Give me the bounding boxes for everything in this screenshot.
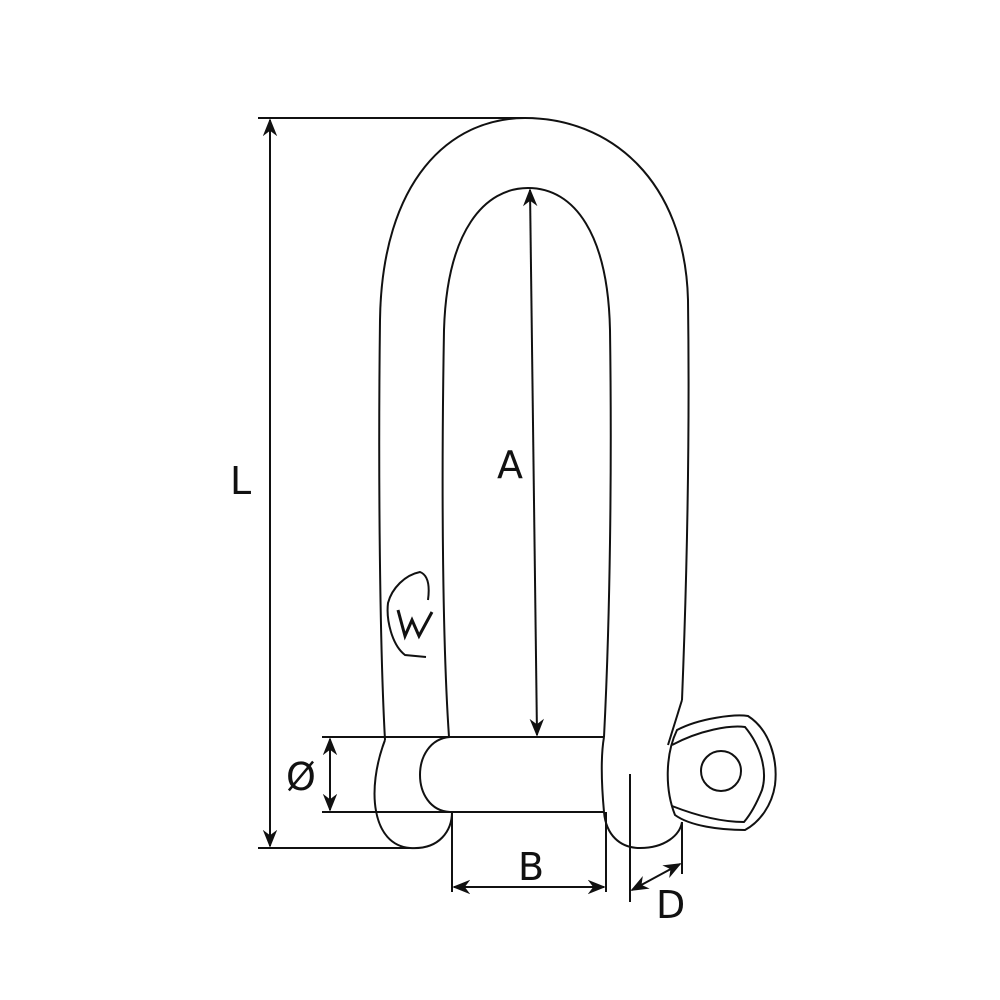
- dimension-d-line: [630, 863, 682, 891]
- label-l: L: [230, 459, 251, 503]
- shackle-inner-outline: [441, 186, 612, 738]
- pin-head-outer: [666, 714, 777, 832]
- pin-head-inner: [671, 725, 766, 824]
- label-a: A: [497, 443, 523, 487]
- shackle-left-leg-bottom: [373, 739, 453, 850]
- pin-hole: [700, 750, 742, 792]
- label-diameter: Ø: [286, 755, 316, 799]
- label-d: D: [656, 883, 685, 927]
- shackle-right-leg-bottom: [603, 811, 683, 850]
- pin-body: [419, 736, 604, 813]
- dimension-a-line: [523, 188, 544, 737]
- w-logo-icon: [386, 570, 434, 658]
- label-b: B: [518, 845, 544, 889]
